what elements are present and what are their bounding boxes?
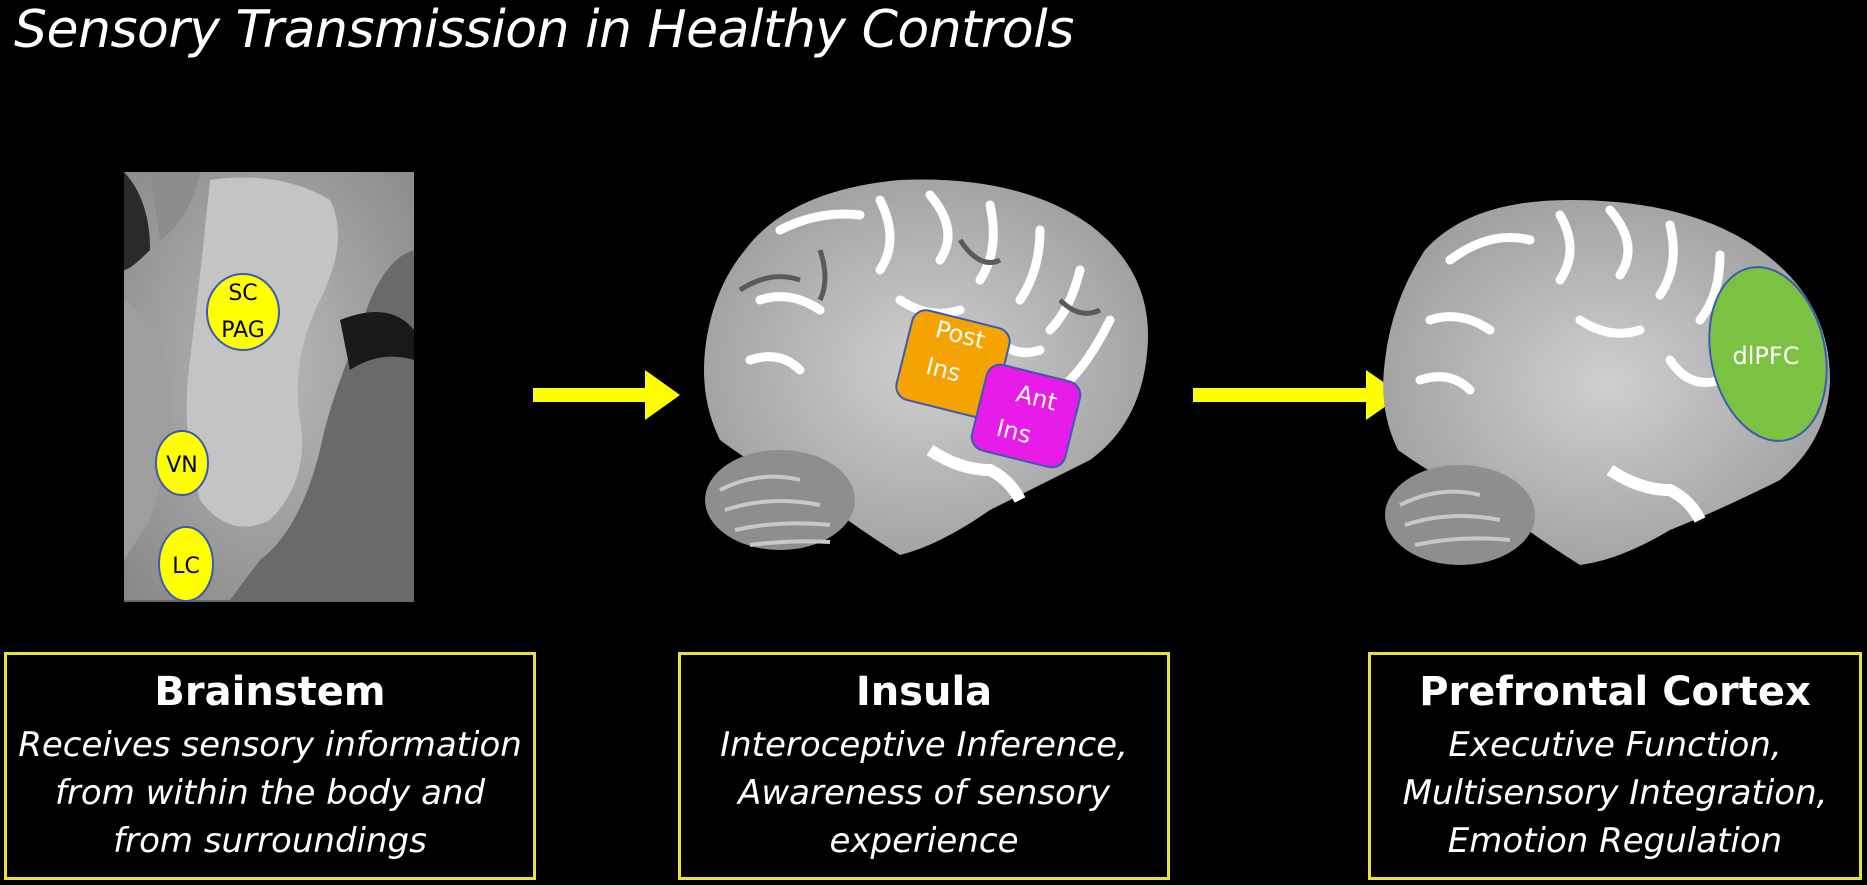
insula-description: Interoceptive Inference, Awareness of se… (681, 721, 1167, 865)
brainstem-desc-line: from within the body and (54, 773, 486, 813)
node-ant-ins: Ant Ins (970, 363, 1082, 469)
insula-desc-line: Awareness of sensory (738, 773, 1110, 813)
insula-box: Insula Interoceptive Inference, Awarenes… (678, 652, 1170, 880)
arrow-insula-to-prefrontal (1193, 370, 1402, 420)
prefrontal-desc-line: Executive Function, (1448, 725, 1782, 765)
brainstem-desc-line: from surroundings (113, 821, 427, 861)
node-sc-pag: SC PAG (206, 273, 280, 351)
insula-desc-line: Interoceptive Inference, (720, 725, 1128, 765)
brainstem-description: Receives sensory information from within… (7, 721, 533, 865)
prefrontal-desc-line: Multisensory Integration, (1402, 773, 1828, 813)
prefrontal-heading: Prefrontal Cortex (1419, 669, 1811, 715)
prefrontal-desc-line: Emotion Regulation (1447, 821, 1783, 861)
insula-heading: Insula (855, 669, 993, 715)
prefrontal-box: Prefrontal Cortex Executive Function, Mu… (1368, 652, 1862, 880)
pag-label: PAG (221, 318, 265, 343)
insula-desc-line: experience (829, 821, 1019, 861)
brainstem-heading: Brainstem (154, 669, 386, 715)
brainstem-desc-line: Receives sensory information (18, 725, 522, 765)
sc-label: SC (228, 281, 257, 306)
arrow-brainstem-to-insula (533, 370, 680, 420)
node-dlpfc: dlPFC (1708, 266, 1828, 442)
lc-label: LC (172, 554, 200, 579)
node-vn: VN (155, 430, 209, 496)
vn-label: VN (166, 453, 198, 478)
diagram-canvas: SC PAG VN LC Post Ins Ant Ins (124, 172, 1830, 602)
prefrontal-description: Executive Function, Multisensory Integra… (1371, 721, 1859, 865)
brainstem-box: Brainstem Receives sensory information f… (4, 652, 536, 880)
dlpfc-label: dlPFC (1733, 342, 1800, 370)
brainstem-image (124, 172, 414, 602)
figure-title: Sensory Transmission in Healthy Controls (14, 0, 1074, 60)
node-lc: LC (158, 526, 214, 602)
